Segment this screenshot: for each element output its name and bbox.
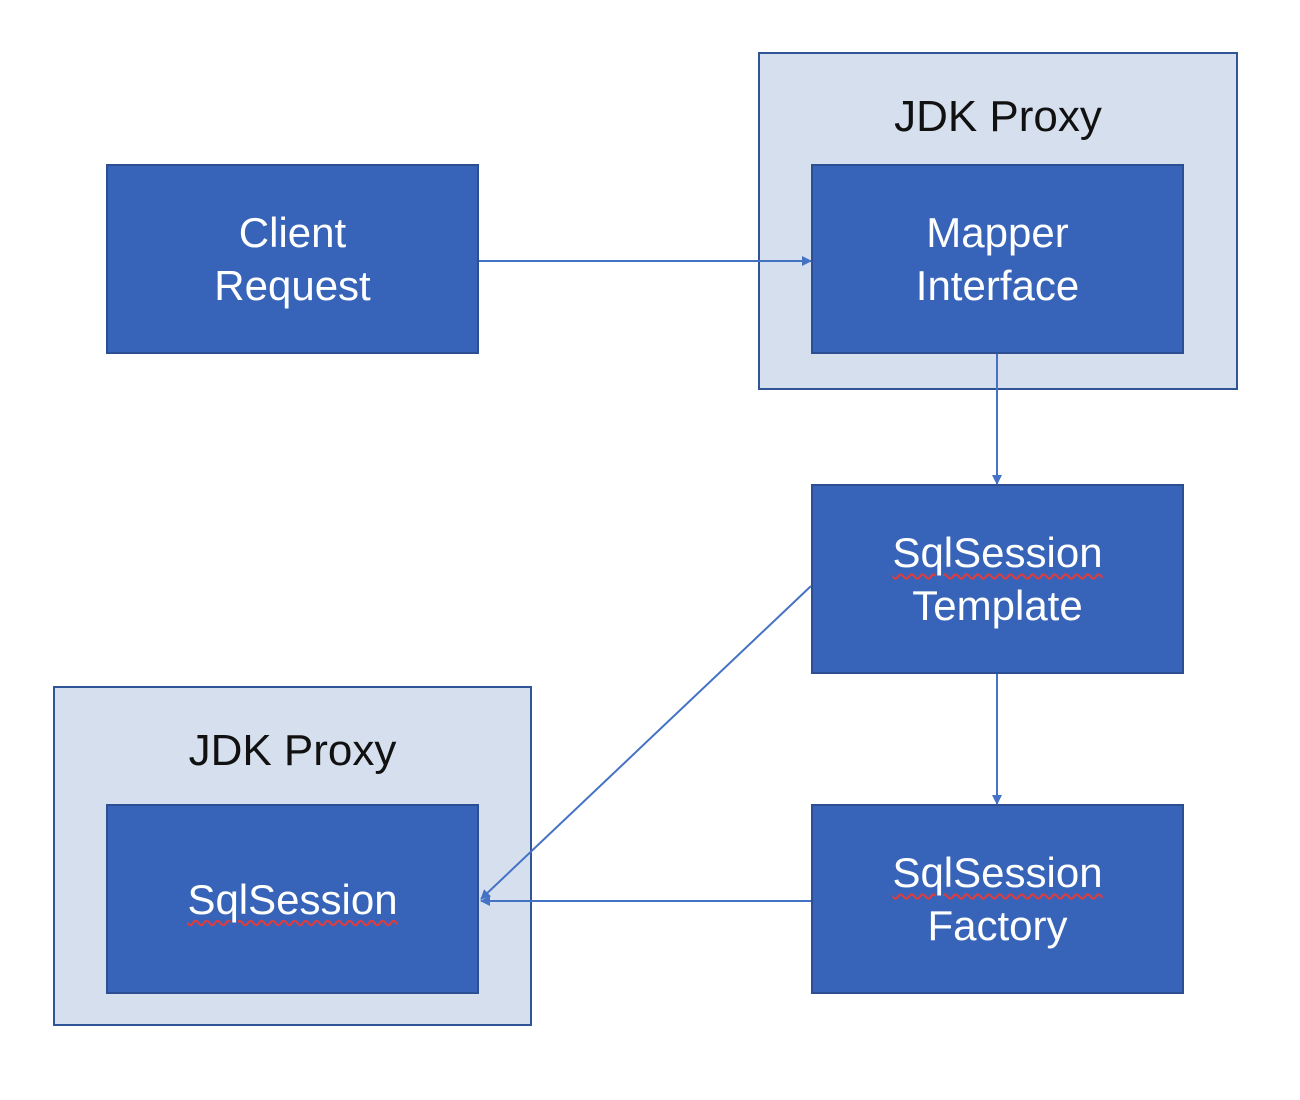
jdk-proxy-title-bottom: JDK Proxy [188, 726, 397, 775]
mapper-interface-box: Mapper Interface [811, 164, 1184, 354]
sqlsession-factory-line1: SqlSession [892, 849, 1103, 896]
mapper-interface-line1: Mapper [926, 209, 1069, 256]
client-request-line1: Client [238, 209, 347, 256]
sqlsession-template-line2: Template [912, 582, 1083, 629]
client-request-box: Client Request [106, 164, 479, 354]
sqlsession-template-box: SqlSession Template [811, 484, 1184, 674]
sqlsession-box: SqlSession [106, 804, 479, 994]
sqlsession-line1: SqlSession [187, 875, 398, 923]
jdk-proxy-title-top: JDK Proxy [894, 92, 1102, 141]
sqlsession-template-line1: SqlSession [892, 529, 1103, 576]
arrow-template-to-sqlsession [480, 585, 812, 900]
sqlsession-factory-line2: Factory [927, 902, 1068, 949]
mapper-interface-line2: Interface [915, 262, 1080, 309]
sqlsession-factory-box: SqlSession Factory [811, 804, 1184, 994]
client-request-line2: Request [214, 262, 371, 309]
